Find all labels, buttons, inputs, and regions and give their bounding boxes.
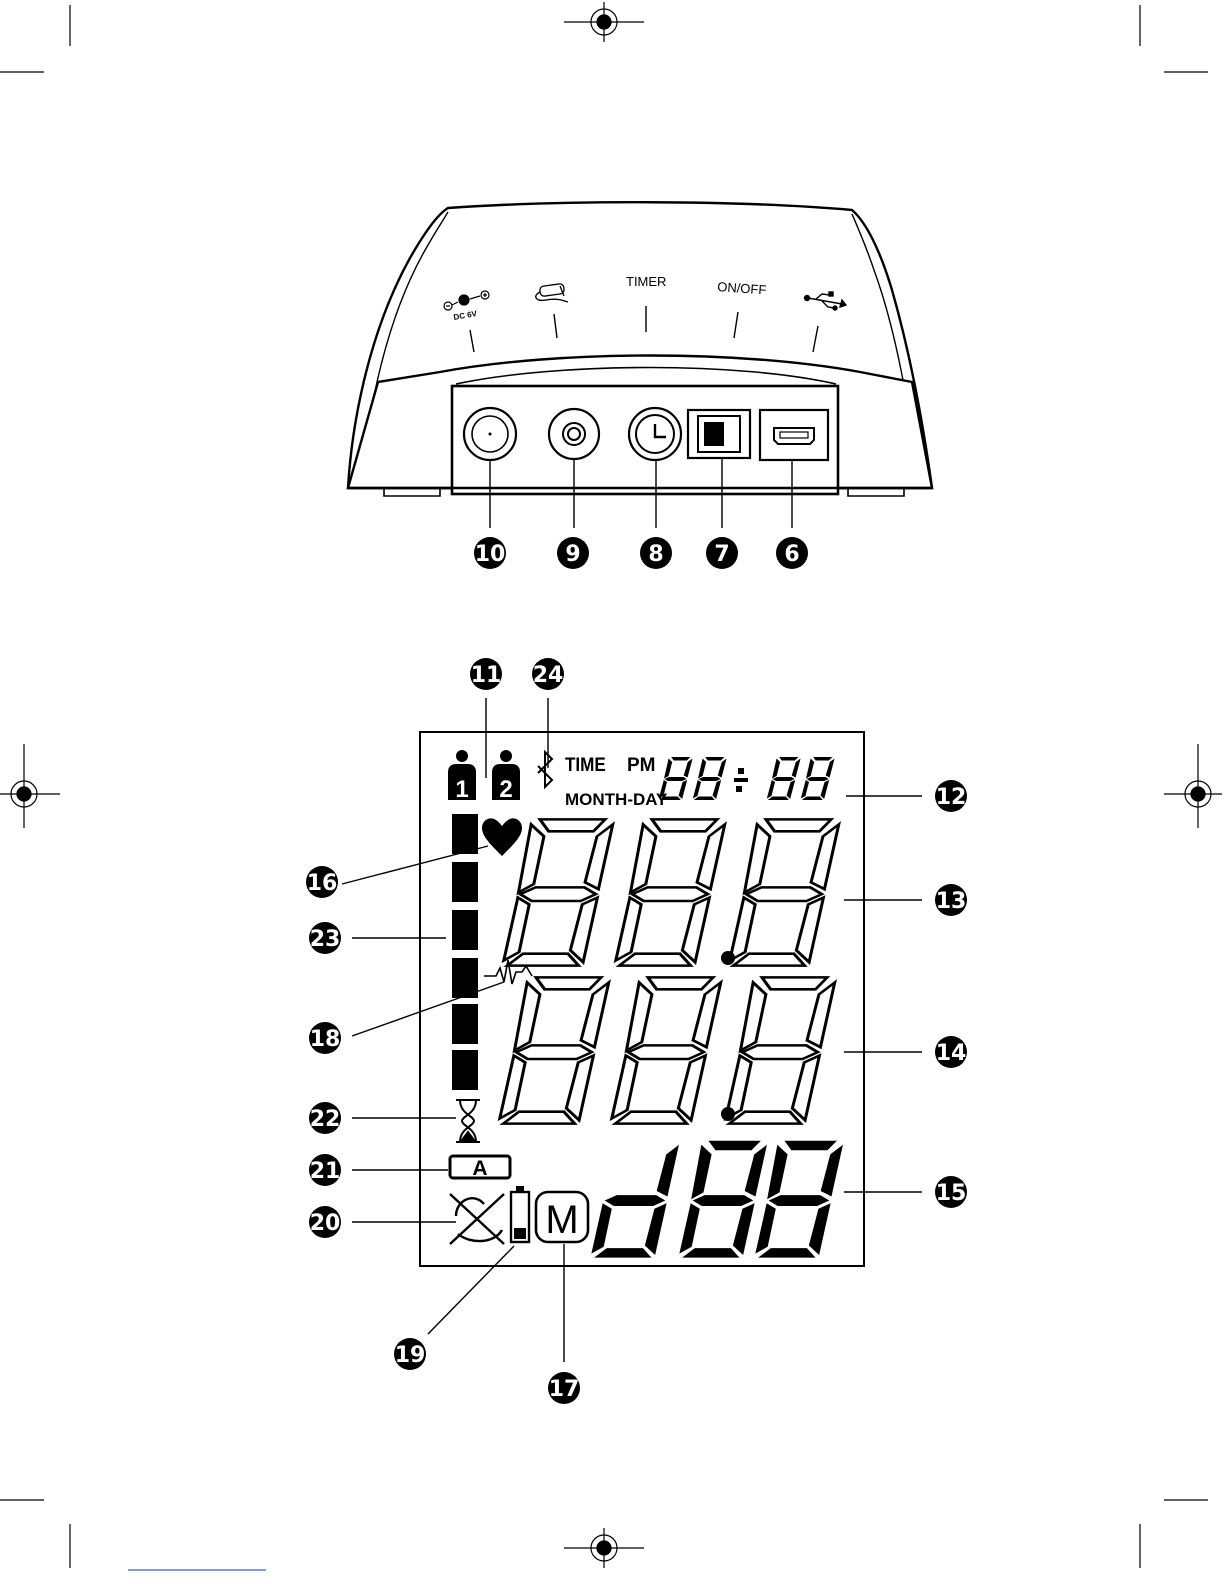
lcd-callout-17: 17 [548,1372,580,1404]
usb-port[interactable] [760,410,828,460]
registration-mark-top [564,2,644,42]
lcd-callout-20: 20 [309,1206,341,1238]
dc-jack-port[interactable] [464,408,516,460]
svg-text:8: 8 [648,542,663,567]
lcd-callout-15: 15 [935,1176,967,1208]
registration-mark-right [1164,744,1222,828]
svg-text:15: 15 [936,1181,967,1206]
svg-text:A: A [472,1157,487,1180]
lcd-display-diagram: 1 2 TIME PM MONTH-DAY [306,658,967,1404]
svg-text:1: 1 [455,776,468,803]
device-callout-9: 9 [557,537,589,569]
svg-text:10: 10 [475,542,506,567]
pm-label: PM [627,755,656,776]
lcd-callout-11: 11 [470,658,502,690]
svg-text:16: 16 [307,871,338,896]
lcd-callout-19: 19 [394,1338,426,1370]
on-off-switch[interactable] [688,410,750,458]
timer-label: TIMER [626,274,666,289]
svg-text:24: 24 [533,663,564,688]
svg-text:21: 21 [310,1159,341,1184]
svg-text:23: 23 [310,927,341,952]
lcd-callout-18: 18 [309,1022,341,1054]
lcd-callout-22: 22 [309,1102,341,1134]
svg-text:20: 20 [310,1211,341,1236]
svg-text:12: 12 [936,785,967,810]
time-label: TIME [565,754,606,775]
lcd-callout-16: 16 [306,866,338,898]
svg-text:13: 13 [936,889,967,914]
timer-button[interactable] [629,408,681,460]
cuff-port[interactable] [549,409,599,459]
svg-text:19: 19 [395,1343,426,1368]
auto-mode-indicator: A [450,1156,510,1180]
registration-mark-bottom [564,1528,644,1568]
month-day-label: MONTH-DAY [565,790,668,809]
svg-text:22: 22 [310,1107,341,1132]
svg-text:2: 2 [499,776,512,803]
svg-text:18: 18 [310,1027,341,1052]
device-callout-6: 6 [776,537,808,569]
svg-text:M: M [545,1198,578,1242]
battery-icon [511,1186,529,1242]
svg-text:17: 17 [549,1377,580,1402]
lcd-callout-13: 13 [935,884,967,916]
registration-mark-left [0,744,60,828]
memory-indicator: M [536,1192,588,1242]
svg-text:7: 7 [714,542,729,567]
lcd-callout-12: 12 [935,780,967,812]
device-illustration: DC 6V TIMER ON/OFF [348,202,932,569]
svg-text:11: 11 [471,663,502,688]
device-callout-7: 7 [706,537,738,569]
lcd-callout-24: 24 [532,658,564,690]
device-callout-8: 8 [640,537,672,569]
lcd-callout-21: 21 [309,1154,341,1186]
svg-text:14: 14 [936,1041,967,1066]
svg-text:6: 6 [784,542,799,567]
svg-text:9: 9 [565,542,580,567]
lcd-callout-23: 23 [309,922,341,954]
lcd-callout-14: 14 [935,1036,967,1068]
device-callout-10: 10 [474,537,506,569]
